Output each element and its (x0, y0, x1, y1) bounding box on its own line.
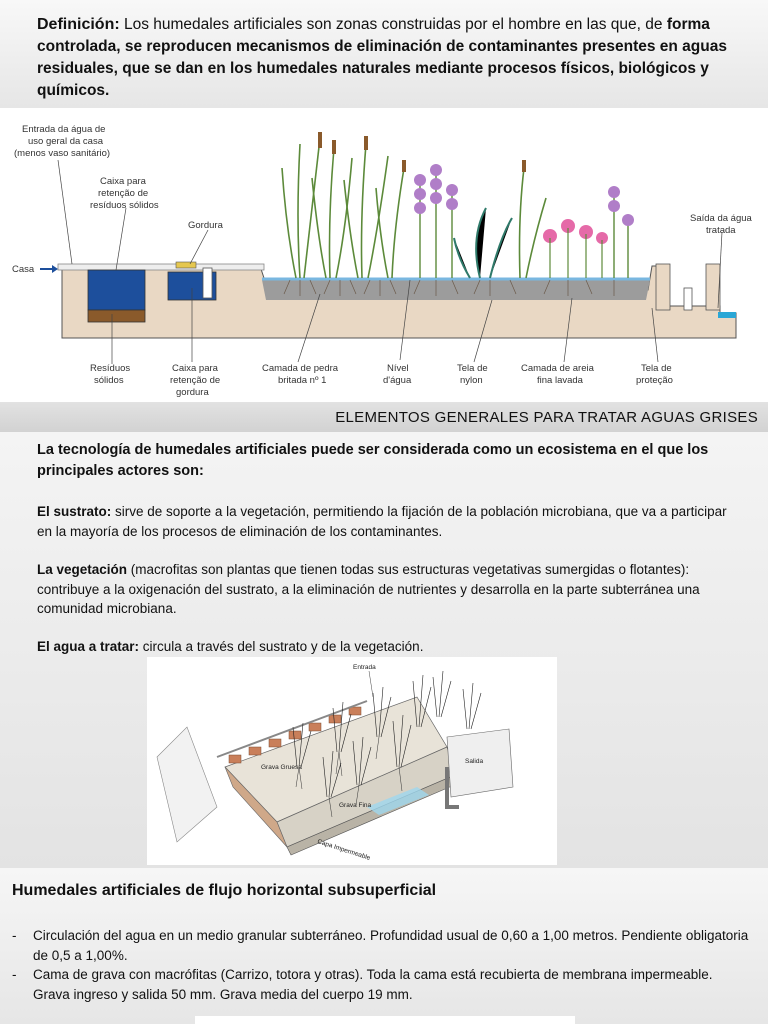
label-saida-1: Saída da água (690, 213, 753, 224)
sustrato-term: El sustrato: (37, 504, 112, 519)
reed-heads (318, 132, 526, 172)
grease-cap (175, 261, 197, 269)
subsurface-wetland-diagram: Entrada Salida Grava Gruesa Grava Fina C… (147, 657, 557, 865)
plants-flowers (414, 164, 634, 279)
definition-text: Definición: Los humedales artificiales s… (37, 14, 742, 102)
sustrato-paragraph: El sustrato: sirve de soporte a la veget… (37, 502, 737, 541)
definition-line1: Los humedales artificiales son zonas con… (123, 16, 663, 33)
flow-water (367, 787, 429, 815)
agua-text: circula a través del sustrato y de la ve… (139, 639, 424, 654)
reeds (292, 670, 482, 798)
label-saida-2: tratada (706, 225, 736, 236)
outlet-wall (655, 263, 671, 311)
label-nivel-1: Nível (387, 363, 409, 374)
outlet-water (718, 312, 736, 318)
bed-front-face (224, 766, 288, 848)
definition-slide: Definición: Los humedales artificiales s… (0, 0, 768, 402)
outlet-pipe (445, 767, 459, 809)
agua-term: El agua a tratar: (37, 639, 140, 654)
grease-pipe (202, 267, 213, 299)
leader-lines (57, 159, 723, 364)
outlet-box (705, 263, 721, 311)
definition-term: Definición: (37, 16, 120, 33)
definition-rest: forma controlada, se reproducen mecanism… (37, 16, 727, 99)
label-camada-areia-2: fina lavada (537, 375, 584, 386)
label-entrada-2: uso geral da casa (28, 136, 104, 147)
label-salida: Salida (465, 758, 483, 765)
label-camada-pedra-1: Camada de pedra (262, 363, 339, 374)
section-title: ELEMENTOS GENERALES PARA TRATAR AGUAS GR… (335, 409, 758, 426)
label-tela-nylon-2: nylon (460, 375, 483, 386)
list-item: Circulación del agua en un medio granula… (12, 926, 752, 965)
elements-slide: La tecnología de humedales artificiales … (0, 432, 768, 868)
agua-paragraph: El agua a tratar: circula a través del s… (37, 637, 737, 657)
label-caixa-gordura-3: gordura (176, 387, 209, 398)
label-grava-fina: Grava Fina (339, 802, 372, 809)
concrete-basin (61, 265, 737, 339)
label-tela-protecao-2: proteção (636, 375, 673, 386)
section3-list: Circulación del agua en un medio granula… (12, 926, 752, 1004)
label-tela-nylon-1: Tela de (457, 363, 488, 374)
label-grava-gruesa: Grava Gruesa (261, 764, 302, 771)
vegetacion-text: (macrofitas son plantas que tienen todas… (37, 562, 700, 616)
outlet-pipe (683, 287, 693, 311)
label-entrada: Entrada (353, 664, 376, 671)
casa-arrow (40, 265, 58, 273)
section3-heading: Humedales artificiales de flujo horizont… (12, 882, 437, 899)
outlet-structure (446, 728, 514, 798)
label-caixa-gordura-2: retenção de (170, 375, 220, 386)
label-caixa-solidos-1: Caixa para (100, 176, 147, 187)
inlet-pipe (216, 700, 368, 758)
horizontal-flow-slide: Humedales artificiales de flujo horizont… (0, 868, 768, 1024)
list-item: Cama de grava con macrófitas (Carrizo, t… (12, 965, 752, 1004)
plants-reeds (281, 137, 547, 279)
label-residuos-1: Resíduos (90, 363, 130, 374)
label-casa: Casa (12, 264, 35, 275)
ground-left (156, 726, 218, 843)
label-gordura: Gordura (188, 220, 224, 231)
label-caixa-solidos-2: retenção de (98, 188, 148, 199)
label-caixa-gordura-1: Caixa para (172, 363, 219, 374)
section-title-bar: ELEMENTOS GENERALES PARA TRATAR AGUAS GR… (0, 402, 768, 432)
plant-roots (283, 279, 615, 296)
intro-text: La tecnología de humedales artificiales … (37, 442, 709, 479)
label-entrada-3: (menos vaso sanitário) (14, 148, 110, 159)
label-nivel-2: d'água (383, 375, 412, 386)
label-camada-areia-1: Camada de areia (521, 363, 595, 374)
label-camada-pedra-2: britada nº 1 (278, 375, 326, 386)
vegetacion-term: La vegetación (37, 562, 128, 577)
solids-box-water (87, 269, 146, 311)
vegetacion-paragraph: La vegetación (macrofitas son plantas qu… (37, 560, 737, 619)
label-residuos-2: sólidos (94, 375, 124, 386)
label-entrada-1: Entrada da água de (22, 124, 105, 135)
greywater-wetland-diagram: Entrada da água de uso geral da casa (me… (0, 108, 768, 402)
roots (295, 736, 403, 818)
inlet-pipe (57, 263, 265, 271)
inlet-gabions (228, 706, 362, 764)
label-tela-protecao-1: Tela de (641, 363, 672, 374)
next-figure-edge (195, 1016, 575, 1024)
sustrato-text: sirve de soporte a la vegetación, permit… (37, 504, 727, 539)
label-caixa-solidos-3: resíduos sólidos (90, 200, 159, 211)
solids-box-sludge (87, 309, 146, 323)
definition-box: Definición: Los humedales artificiales s… (0, 0, 768, 108)
